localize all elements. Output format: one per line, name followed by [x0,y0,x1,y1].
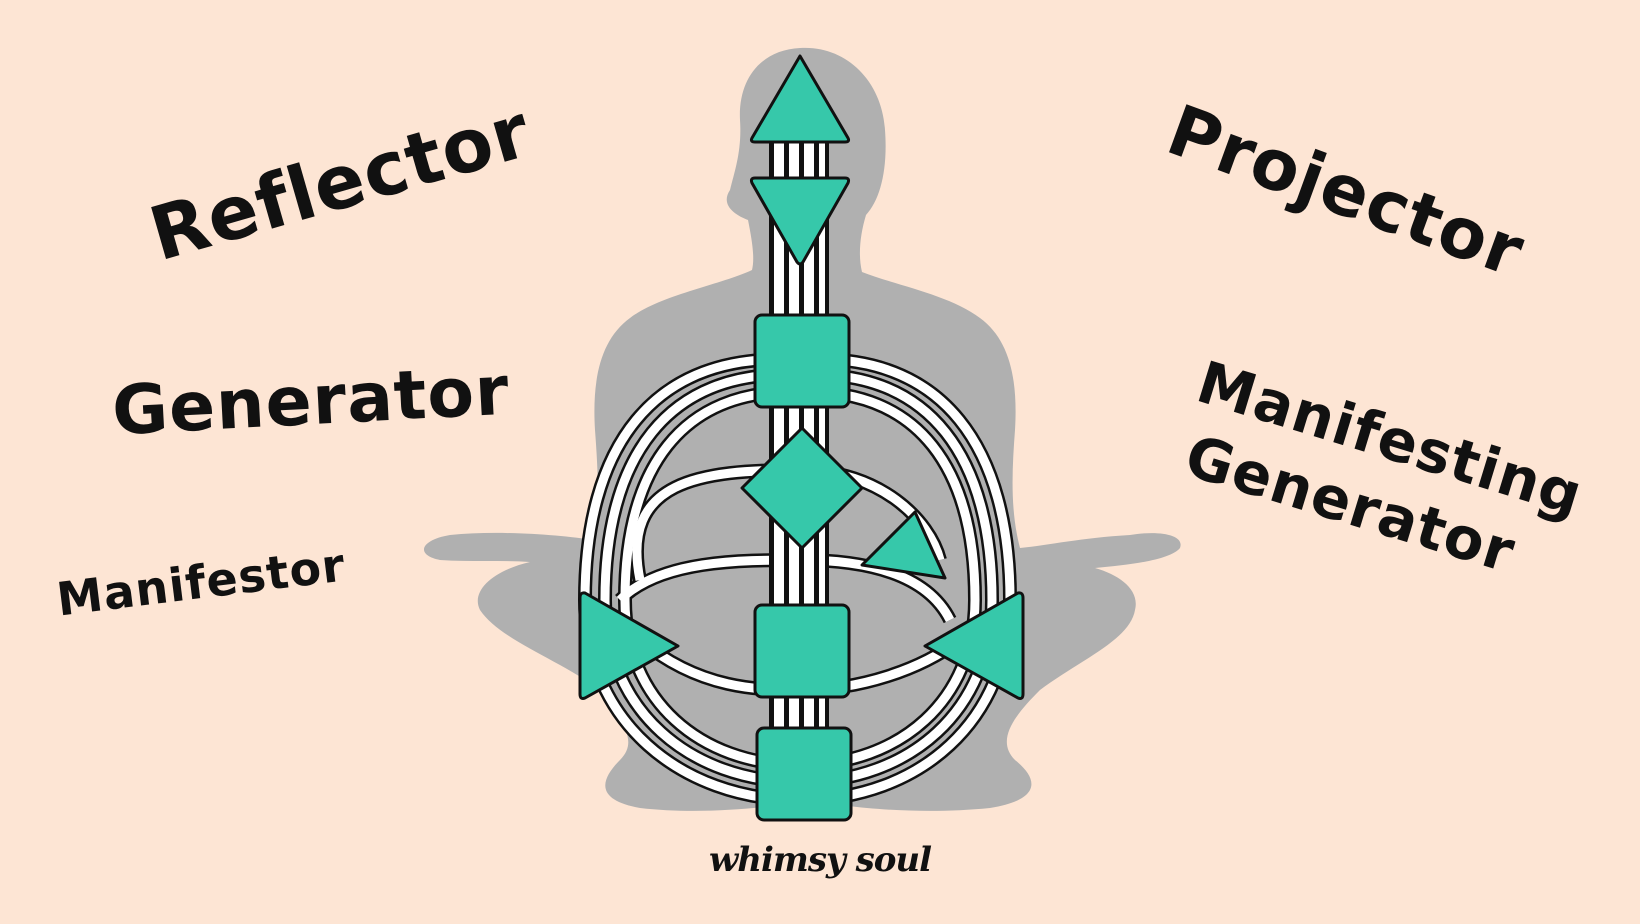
ajna-center [749,176,851,266]
throat-center [753,313,851,409]
sacral-center [753,603,851,699]
head-center [749,54,851,144]
root-center [755,726,853,822]
solar-plexus-center [923,591,1025,700]
g-center [740,426,864,550]
brand-logo-text: whimsy soul [708,840,932,880]
heart-center [860,510,947,580]
centers [578,54,1025,822]
spleen-center [578,591,680,700]
